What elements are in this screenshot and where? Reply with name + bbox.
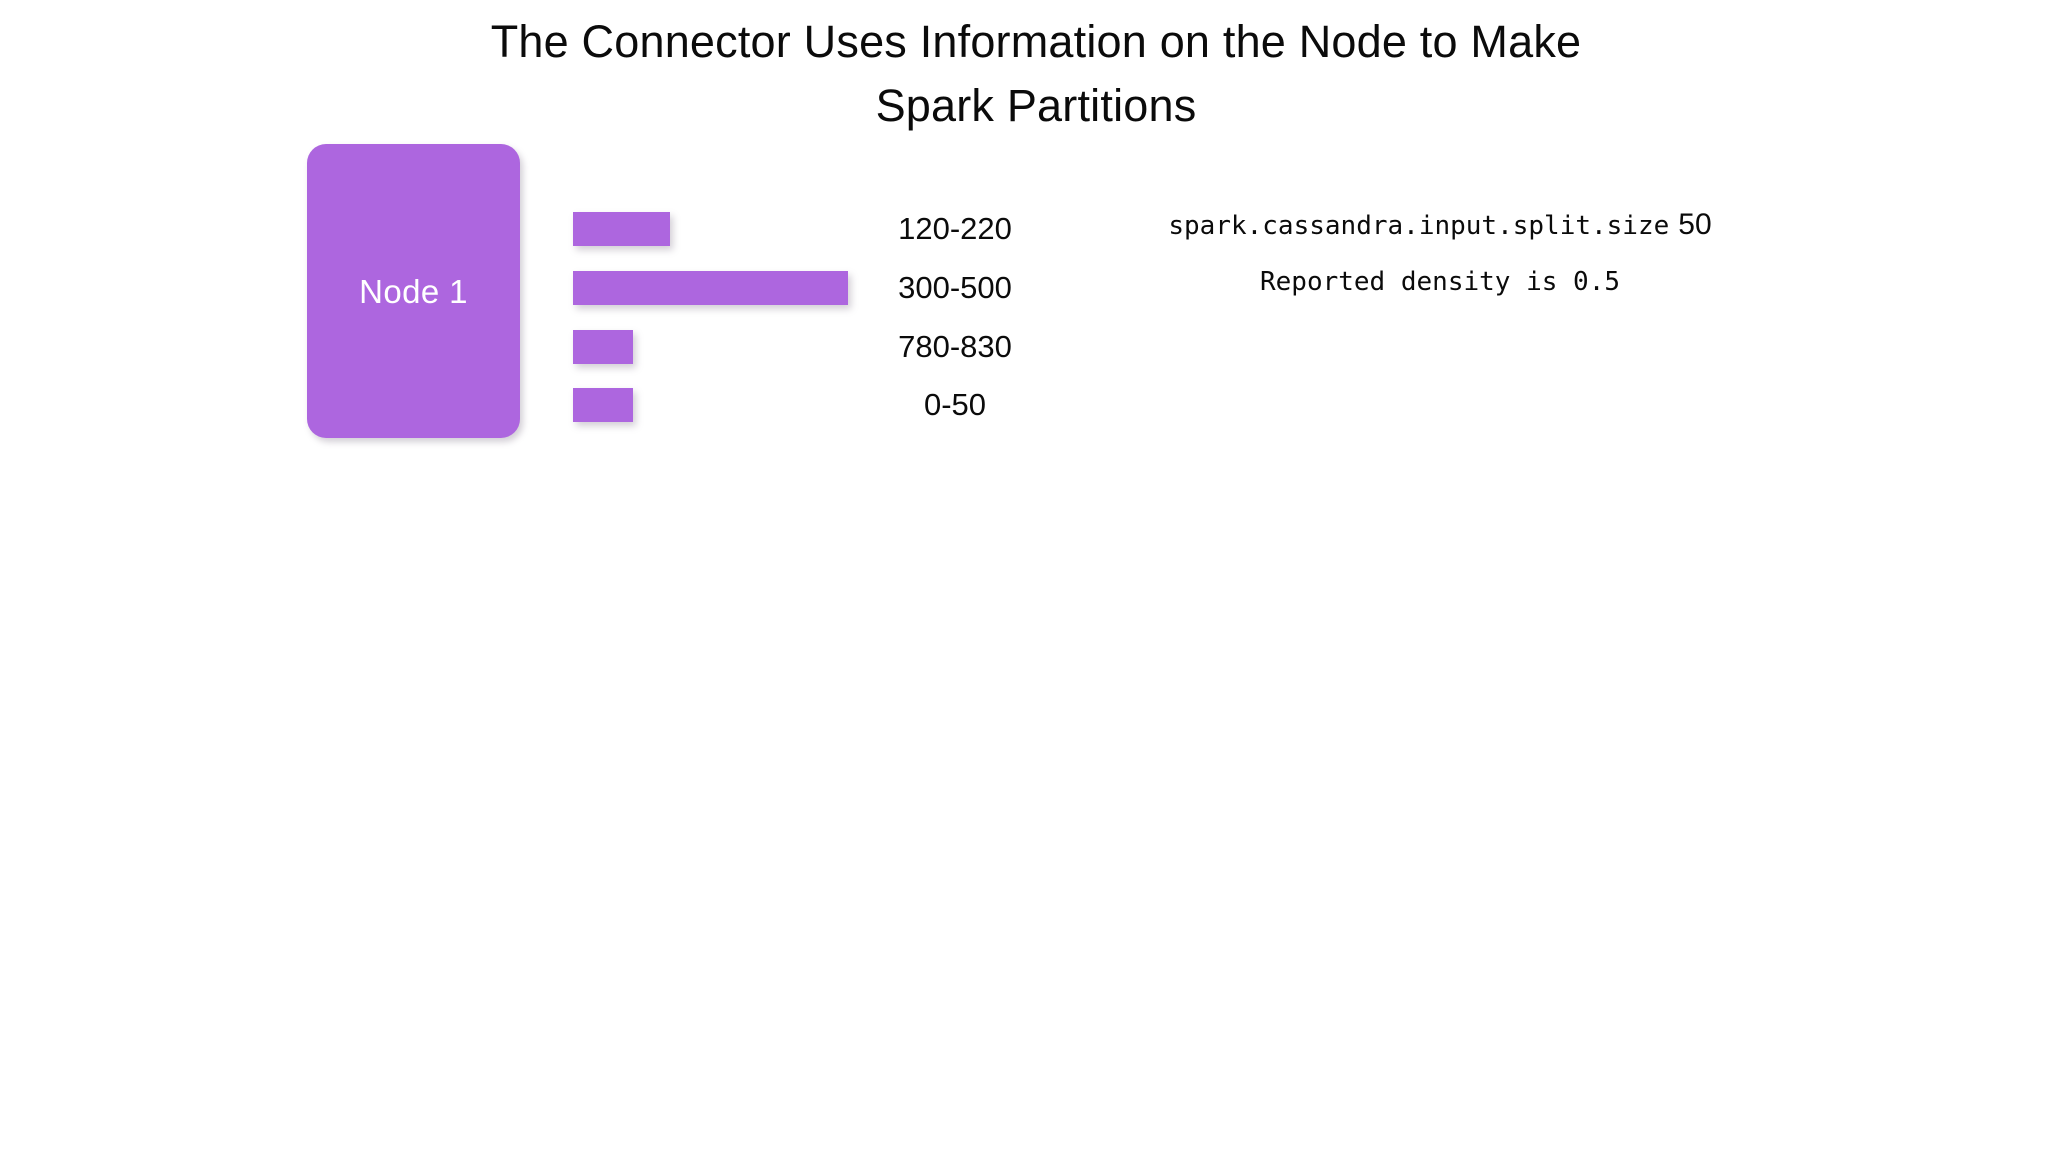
split-size-config-value: 50 [1678,208,1712,241]
node-box: Node 1 [307,144,520,438]
token-range-label: 780-830 [898,329,1012,364]
token-range-label: 300-500 [898,270,1012,305]
token-range-bar [573,388,633,422]
token-range-label: 120-220 [898,211,1012,246]
notes-block: spark.cassandra.input.split.size 50 Repor… [1080,205,1800,302]
page-title: The Connector Uses Information on the No… [0,10,2048,138]
token-range-bar [573,271,848,305]
page-title-line-1: The Connector Uses Information on the No… [490,16,1582,67]
token-range-label: 0-50 [923,387,987,422]
reported-density-line: Reported density is 0.5 [1080,262,1800,302]
token-range-bar [573,330,633,364]
page-title-line-2: Spark Partitions [875,80,1197,131]
node-label: Node 1 [359,272,468,310]
token-range-bar [573,212,670,246]
reported-density-text: Reported density is 0.5 [1259,267,1621,297]
split-size-config-key: spark.cassandra.input.split.size [1168,211,1670,241]
split-size-config-line: spark.cassandra.input.split.size 50 [1080,205,1800,246]
